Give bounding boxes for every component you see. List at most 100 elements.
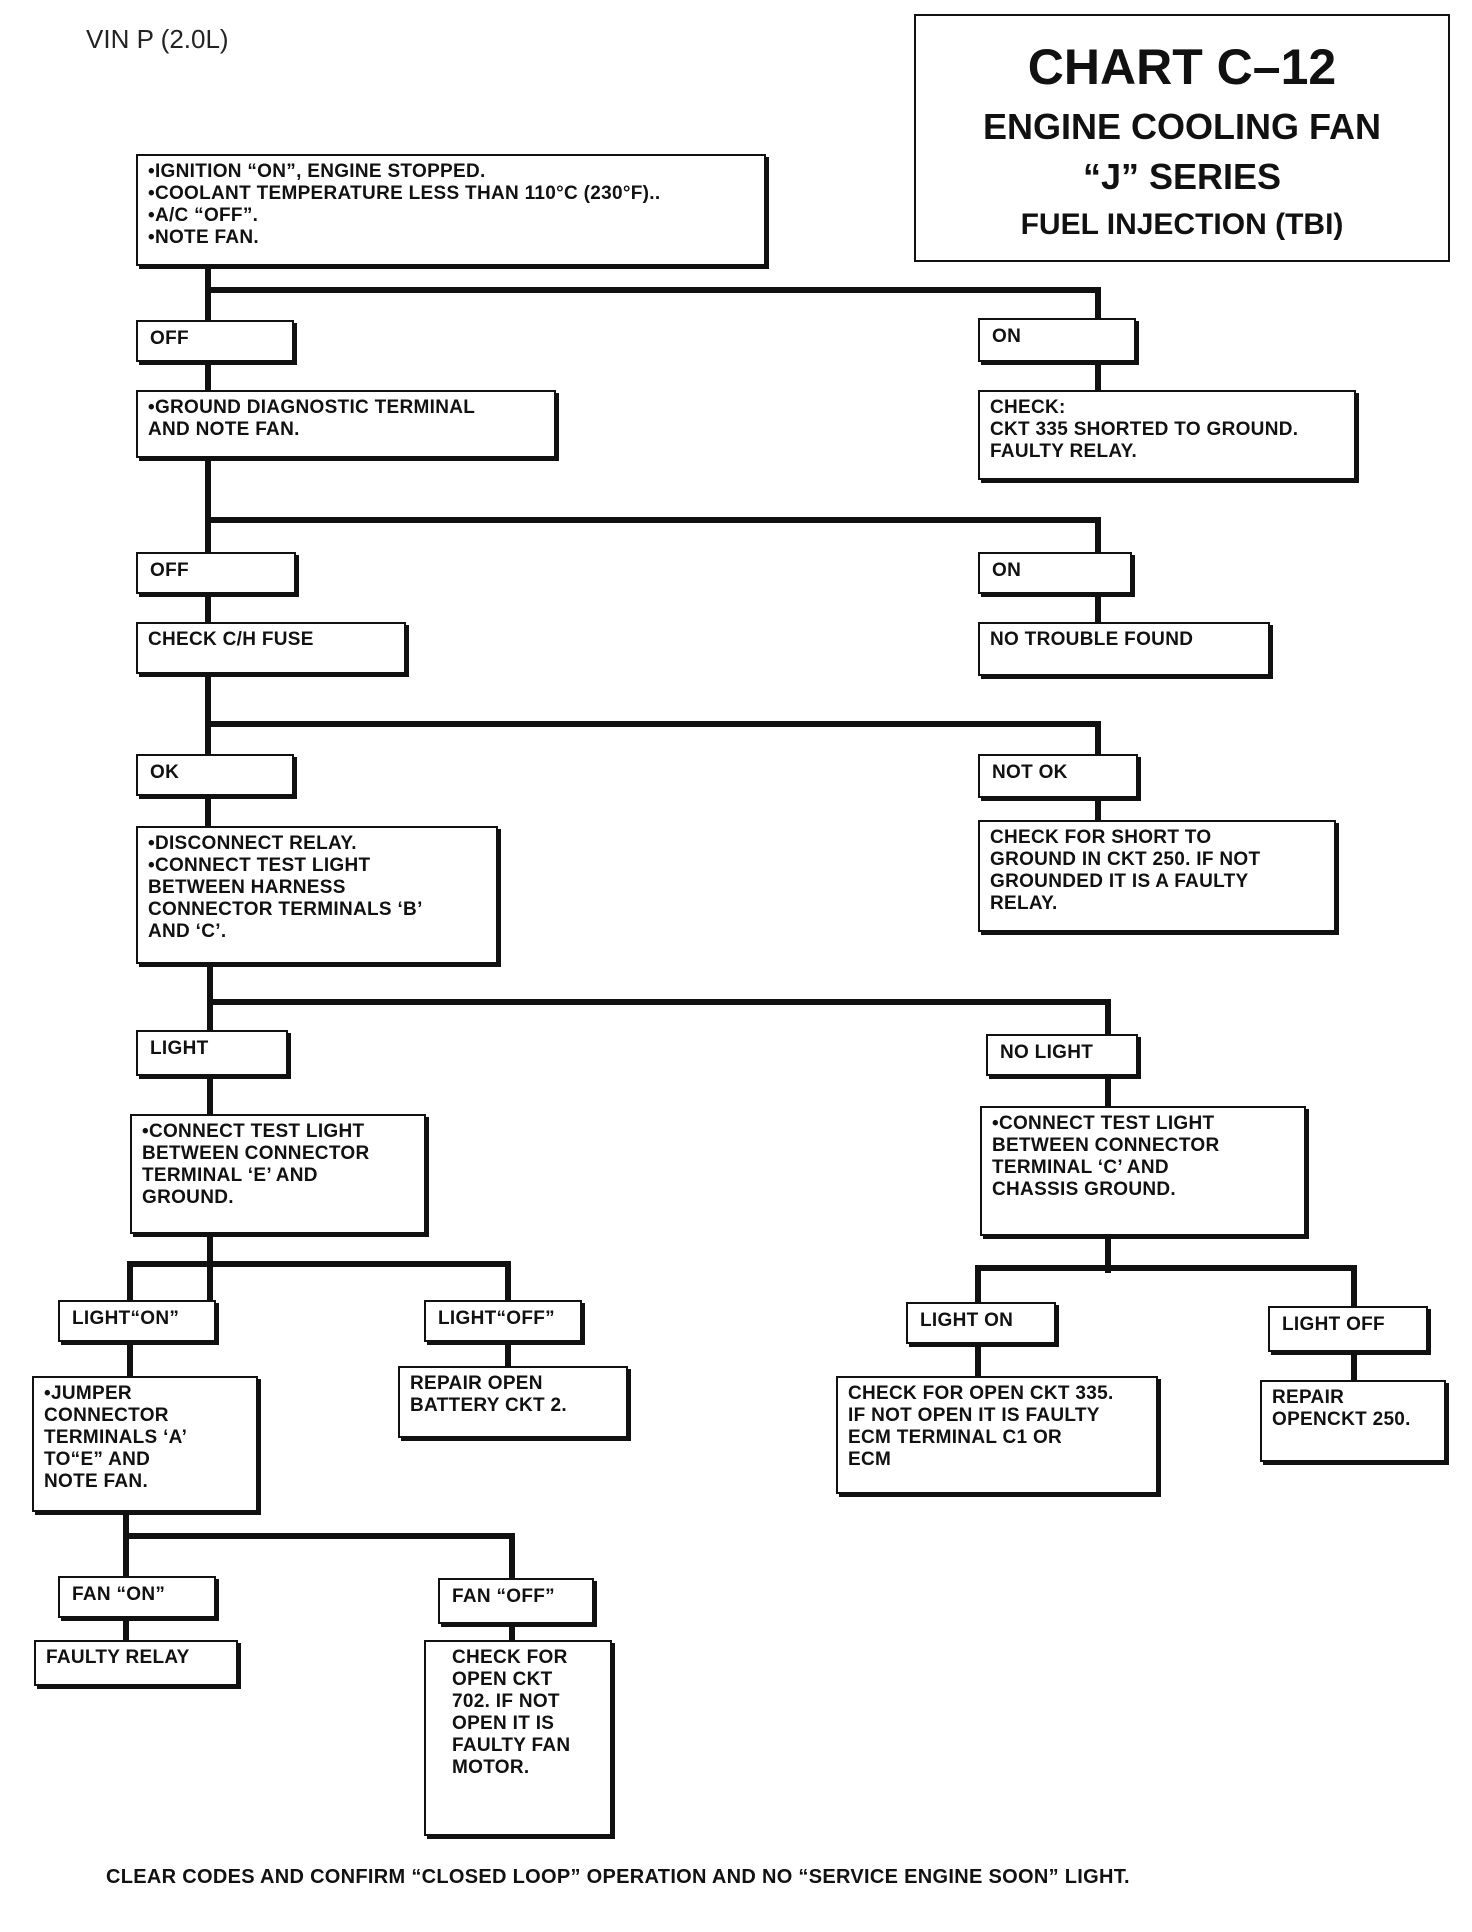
node-text-line: TO“E” AND [44, 1449, 151, 1470]
node-text-line: 702. IF NOT [452, 1691, 560, 1712]
node-text-line: BATTERY CKT 2. [410, 1395, 567, 1416]
node-text-line: AND NOTE FAN. [148, 419, 300, 440]
node-text-line: OK [150, 762, 180, 783]
node-text-line: •NOTE FAN. [148, 227, 259, 248]
check-fuse-box: CHECK C/H FUSE [136, 622, 406, 674]
node-text-line: BETWEEN CONNECTOR [142, 1143, 370, 1164]
chart-series: “J” SERIES [1082, 156, 1282, 197]
node-text-line: •CONNECT TEST LIGHT [142, 1121, 365, 1142]
branch-light-off-label: LIGHT OFF [1268, 1306, 1428, 1352]
node-text-line: NO LIGHT [1000, 1042, 1094, 1063]
branch-light-label: LIGHT [136, 1030, 288, 1076]
node-text-line: CKT 335 SHORTED TO GROUND. [990, 419, 1299, 440]
node-text-line: REPAIR [1272, 1387, 1345, 1408]
branch-on-label: ON [978, 552, 1132, 594]
node-text-line: LIGHT [150, 1038, 209, 1059]
node-text-line: FAULTY RELAY. [990, 441, 1138, 462]
connector [975, 1265, 1357, 1309]
branch-light-on-label: LIGHT“ON” [58, 1300, 216, 1342]
node-text-line: LIGHT OFF [1282, 1314, 1385, 1335]
node-text-line: FAULTY RELAY [46, 1647, 190, 1668]
no-trouble-box: NO TROUBLE FOUND [978, 622, 1270, 676]
node-text-line: LIGHT ON [920, 1310, 1014, 1331]
chart-number: CHART C–12 [1027, 39, 1337, 95]
node-text-line: CHECK FOR SHORT TO [990, 827, 1212, 848]
node-text-line: NOT OK [992, 762, 1068, 783]
node-text-line: •DISCONNECT RELAY. [148, 833, 357, 854]
node-text-line: MOTOR. [452, 1757, 530, 1778]
branch-no-light-label: NO LIGHT [986, 1034, 1138, 1076]
node-text-line: CHECK: [990, 397, 1066, 418]
node-text-line: IF NOT OPEN IT IS FAULTY [848, 1405, 1100, 1426]
check-ckt335-box: CHECK:CKT 335 SHORTED TO GROUND.FAULTY R… [978, 390, 1356, 480]
node-text-line: AND ‘C’. [148, 921, 227, 942]
branch-ok-label: OK [136, 754, 294, 796]
connector [207, 999, 1111, 1037]
connector [123, 1533, 515, 1581]
node-text-line: •COOLANT TEMPERATURE LESS THAN 110°C (23… [148, 183, 661, 204]
node-text-line: NO TROUBLE FOUND [990, 629, 1194, 650]
chart-title-box: CHART C–12 ENGINE COOLING FAN “J” SERIES… [914, 14, 1450, 262]
node-text-line: ECM [848, 1449, 892, 1470]
start-step-box: •IGNITION “ON”, ENGINE STOPPED.•COOLANT … [136, 154, 766, 266]
connector [127, 1261, 511, 1303]
faulty-relay-box: FAULTY RELAY [34, 1640, 238, 1686]
node-text-line: ON [992, 326, 1022, 347]
check-open-ckt335-box: CHECK FOR OPEN CKT 335.IF NOT OPEN IT IS… [836, 1376, 1158, 1494]
branch-light-off-label: LIGHT“OFF” [424, 1300, 582, 1342]
node-text-line: OPEN IT IS [452, 1713, 555, 1734]
node-text-line: CHECK FOR OPEN CKT 335. [848, 1383, 1114, 1404]
branch-fan-on-label: FAN “ON” [58, 1576, 216, 1618]
node-text-line: OPEN CKT [452, 1669, 553, 1690]
node-text-line: RELAY. [990, 893, 1058, 914]
node-text-line: TERMINALS ‘A’ [44, 1427, 188, 1448]
node-text-line: OFF [150, 328, 189, 349]
node-text-line: GROUND. [142, 1187, 234, 1208]
node-text-line: •CONNECT TEST LIGHT [992, 1113, 1215, 1134]
node-text-line: TERMINAL ‘C’ AND [992, 1157, 1169, 1178]
node-text-line: OPENCKT 250. [1272, 1409, 1411, 1430]
node-text-line: CONNECTOR TERMINALS ‘B’ [148, 899, 423, 920]
node-text-line: •IGNITION “ON”, ENGINE STOPPED. [148, 161, 486, 182]
node-text-line: TERMINAL ‘E’ AND [142, 1165, 318, 1186]
node-text-line: •GROUND DIAGNOSTIC TERMINAL [148, 397, 476, 418]
node-text-line: GROUND IN CKT 250. IF NOT [990, 849, 1261, 870]
node-text-line: CONNECTOR [44, 1405, 169, 1426]
branch-on-label: ON [978, 318, 1136, 362]
engine-code-label: VIN P (2.0L) [86, 24, 229, 54]
connector [205, 517, 1101, 555]
connector [205, 287, 1101, 321]
chart-subject: ENGINE COOLING FAN [982, 106, 1382, 147]
node-text-line: ECM TERMINAL C1 OR [848, 1427, 1063, 1448]
node-text-line: GROUNDED IT IS A FAULTY [990, 871, 1249, 892]
node-text-line: •JUMPER [44, 1383, 132, 1404]
node-text-line: CHECK FOR [452, 1647, 568, 1668]
branch-fan-off-label: FAN “OFF” [438, 1578, 594, 1624]
branch-light-on-label: LIGHT ON [906, 1302, 1056, 1344]
connector [205, 721, 1101, 757]
branch-off-label: OFF [136, 320, 294, 362]
node-text-line: OFF [150, 560, 189, 581]
node-text-line: CHECK C/H FUSE [148, 629, 314, 650]
branch-off-label: OFF [136, 552, 296, 594]
node-text-line: LIGHT“OFF” [438, 1308, 555, 1329]
node-text-line: FAN “OFF” [452, 1586, 555, 1607]
node-text-line: FAULTY FAN [452, 1735, 571, 1756]
node-text-line: •A/C “OFF”. [148, 205, 259, 226]
node-text-line: •CONNECT TEST LIGHT [148, 855, 371, 876]
node-text-line: LIGHT“ON” [72, 1308, 180, 1329]
node-text-line: NOTE FAN. [44, 1471, 149, 1492]
node-text-line: REPAIR OPEN [410, 1373, 543, 1394]
node-text-line: FAN “ON” [72, 1584, 166, 1605]
node-text-line: BETWEEN HARNESS [148, 877, 346, 898]
